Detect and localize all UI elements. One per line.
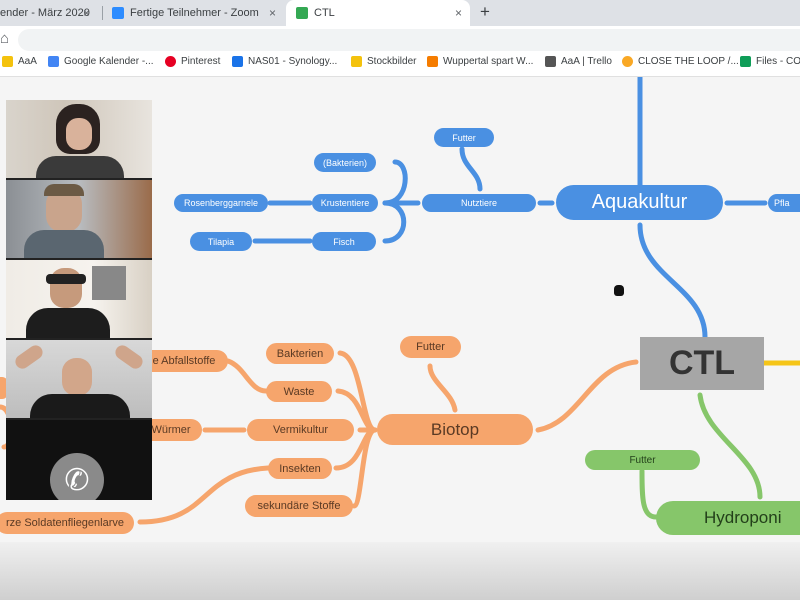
tab-zoom[interactable]: Fertige Teilnehmer - Zoom ×: [106, 0, 284, 26]
bookmark-nas01[interactable]: NAS01 - Synology...: [232, 56, 337, 67]
pinterest-icon: [165, 56, 176, 67]
node-hydroponik[interactable]: Hydroponi: [656, 501, 800, 535]
bookmark-label: CLOSE THE LOOP /...: [638, 56, 739, 67]
tab-title: Fertige Teilnehmer - Zoom: [130, 7, 259, 19]
bookmark-google-kalender[interactable]: Google Kalender -...: [48, 56, 154, 67]
folder-icon: [351, 56, 362, 67]
bookmark-label: Pinterest: [181, 56, 221, 67]
participant-phone-tile[interactable]: ✆: [6, 420, 152, 500]
phone-icon: ✆: [50, 453, 104, 500]
node-orange-partial[interactable]: [0, 377, 8, 399]
node-ctl[interactable]: CTL: [640, 337, 764, 390]
node-insekten[interactable]: Insekten: [268, 458, 332, 479]
participant-video-4[interactable]: [6, 340, 152, 418]
node-rosenberggarnele[interactable]: Rosenberggarnele: [174, 194, 268, 212]
node-biotop[interactable]: Biotop: [377, 414, 533, 445]
close-icon[interactable]: ×: [82, 6, 90, 20]
node-nutztiere[interactable]: Nutztiere: [422, 194, 536, 212]
node-soldatenfliegenlarve[interactable]: rze Soldatenfliegenlarve: [0, 512, 134, 534]
ctl-icon: [296, 7, 308, 19]
bookmark-trello[interactable]: AaA | Trello: [545, 56, 612, 67]
triangle-icon: [427, 56, 438, 67]
zoom-video-strip: ✆: [6, 100, 152, 500]
node-futter-green[interactable]: Futter: [585, 450, 700, 470]
files-icon: [740, 56, 751, 67]
hand-cursor-icon: [614, 285, 624, 296]
bookmark-label: Files - COS: [756, 56, 800, 67]
mindmap-connectors: [0, 77, 800, 525]
home-icon[interactable]: ⌂: [0, 30, 10, 47]
node-futter-orange[interactable]: Futter: [400, 336, 461, 358]
participant-video-1[interactable]: [6, 100, 152, 178]
calendar-icon: [48, 56, 59, 67]
address-bar[interactable]: [18, 29, 800, 51]
new-tab-button[interactable]: +: [480, 2, 490, 21]
bookmark-label: AaA: [18, 56, 37, 67]
participant-video-3[interactable]: [6, 260, 152, 338]
close-icon[interactable]: ×: [454, 6, 462, 20]
tab-title: CTL: [314, 7, 335, 19]
node-fisch[interactable]: Fisch: [312, 232, 376, 251]
node-abfallstoffe[interactable]: e Abfallstoffe: [140, 350, 228, 372]
tab-calendar[interactable]: ender - März 2020 ×: [0, 0, 98, 26]
tab-ctl[interactable]: CTL ×: [286, 0, 470, 26]
node-bakterien-orange[interactable]: Bakterien: [266, 343, 334, 364]
node-tilapia[interactable]: Tilapia: [190, 232, 252, 251]
node-sekundaere-stoffe[interactable]: sekundäre Stoffe: [245, 495, 353, 517]
bookmarks-bar: AaA Google Kalender -... Pinterest NAS01…: [0, 52, 800, 77]
bookmark-label: Stockbilder: [367, 56, 417, 67]
node-aquakultur[interactable]: Aquakultur: [556, 185, 723, 220]
bookmark-files[interactable]: Files - COS: [740, 56, 800, 67]
participant-face: [66, 118, 92, 150]
zoom-icon: [112, 7, 124, 19]
close-icon[interactable]: ×: [268, 6, 276, 20]
browser-toolbar: ⌂: [0, 26, 800, 52]
node-vermikultur[interactable]: Vermikultur: [247, 419, 354, 441]
bookmark-label: AaA | Trello: [561, 56, 612, 67]
bookmark-close-the-loop[interactable]: CLOSE THE LOOP /...: [622, 56, 739, 67]
node-pfla[interactable]: Pfla: [768, 194, 800, 212]
bookmark-label: Google Kalender -...: [64, 56, 154, 67]
bookmark-wuppertal[interactable]: Wuppertal spart W...: [427, 56, 533, 67]
loop-icon: [622, 56, 633, 67]
browser-tab-strip: ender - März 2020 × Fertige Teilnehmer -…: [0, 0, 800, 26]
node-futter-blue[interactable]: Futter: [434, 128, 494, 147]
trello-icon: [545, 56, 556, 67]
node-krustentiere[interactable]: Krustentiere: [312, 194, 378, 212]
participant-video-2[interactable]: [6, 180, 152, 258]
synology-icon: [232, 56, 243, 67]
node-wuermer[interactable]: Würmer: [140, 419, 202, 441]
bookmark-stockbilder[interactable]: Stockbilder: [351, 56, 416, 67]
tab-title: ender - März 2020: [0, 7, 90, 19]
screen-share-bottom-bar: [0, 542, 800, 600]
bookmark-pinterest[interactable]: Pinterest: [165, 56, 220, 67]
folder-icon: [2, 56, 13, 67]
bookmark-label: NAS01 - Synology...: [248, 56, 338, 67]
node-bakterien-blue[interactable]: (Bakterien): [314, 153, 376, 172]
node-waste[interactable]: Waste: [266, 381, 332, 402]
bookmark-aaa[interactable]: AaA: [2, 56, 37, 67]
bookmark-label: Wuppertal spart W...: [443, 56, 534, 67]
